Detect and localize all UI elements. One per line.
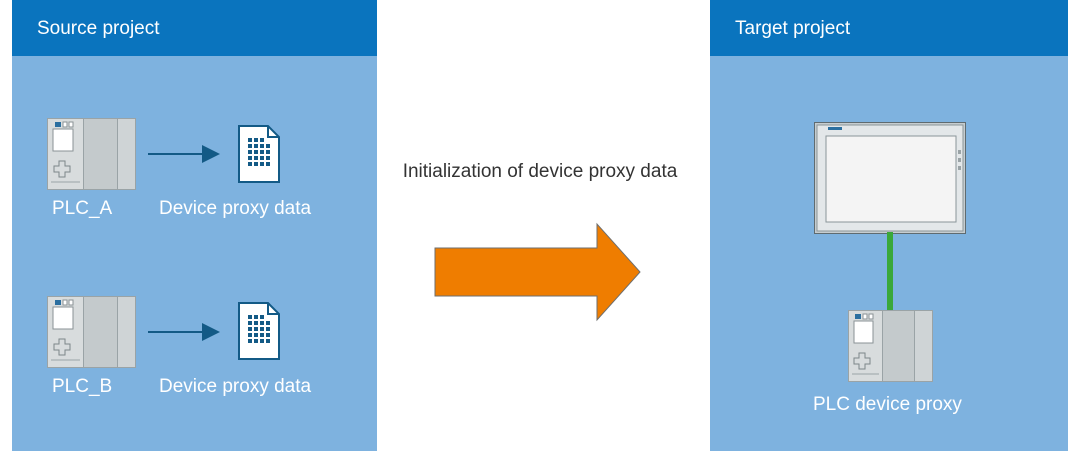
plc-a-label: PLC_A [52,198,113,219]
connection-line [887,232,893,310]
transfer-caption: Initialization of device proxy data [402,161,678,182]
plc-a-icon [47,118,136,190]
target-project-title: Target project [710,0,1068,56]
device-proxy-data-icon-b [238,302,280,360]
plc-b-icon [47,296,136,368]
transfer-arrow [434,222,641,322]
link-arrow-a [148,145,220,163]
device-proxy-data-label-b: Device proxy data [159,376,312,397]
device-proxy-data-label-a: Device proxy data [159,198,312,219]
plc-b-label: PLC_B [52,376,113,397]
plc-device-proxy-label: PLC device proxy [813,394,962,415]
source-project-panel: Source project [12,0,377,451]
hmi-panel-icon [814,122,966,234]
plc-device-proxy-icon [848,310,933,382]
source-project-title: Source project [12,0,377,56]
link-arrow-b [148,323,220,341]
device-proxy-data-icon-a [238,125,280,183]
